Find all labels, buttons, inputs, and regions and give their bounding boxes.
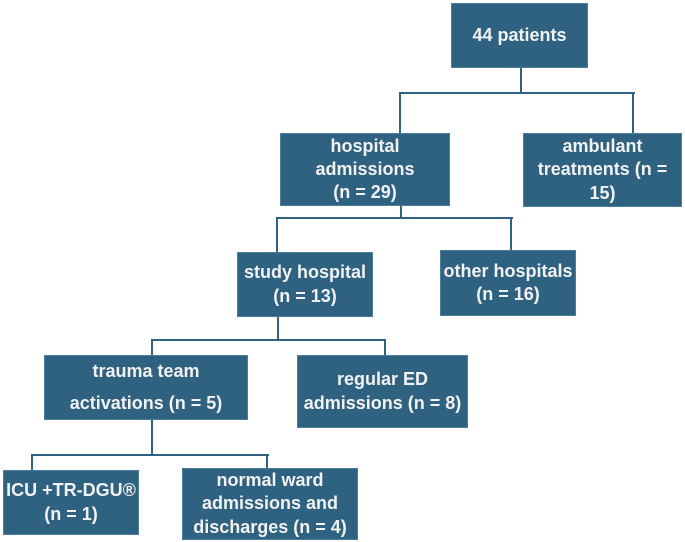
node-label: hospital admissions (n = 29) <box>315 135 415 203</box>
node-label: other hospitals (n = 16) <box>443 260 573 304</box>
connector-line <box>266 454 268 469</box>
connector-line <box>632 92 634 134</box>
flow-node-icu-tr-dgu: ICU +TR-DGU® (n = 1) <box>3 470 139 535</box>
flow-node-ambulant-treatments: ambulant treatments (n = 15) <box>523 133 682 207</box>
node-label: ICU +TR-DGU® (n = 1) <box>6 480 136 524</box>
connector-line <box>384 339 386 356</box>
connector-line <box>399 92 635 94</box>
node-label: normal ward admissions and discharges (n… <box>193 470 347 537</box>
connector-line <box>520 67 522 93</box>
connector-line <box>151 339 153 356</box>
flow-node-hospital-admissions: hospital admissions (n = 29) <box>280 133 450 206</box>
connector-line <box>276 217 278 253</box>
connector-line <box>31 454 33 471</box>
connector-line <box>151 419 153 456</box>
flow-node-normal-ward: normal ward admissions and discharges (n… <box>182 468 358 540</box>
connector-line <box>31 454 269 456</box>
node-label: trauma team activations (n = 5) <box>69 361 223 413</box>
flow-node-study-hospital: study hospital (n = 13) <box>237 252 373 317</box>
connector-line <box>151 339 386 341</box>
flow-node-44-patients: 44 patients <box>451 3 588 68</box>
connector-line <box>400 205 402 219</box>
flow-node-trauma-team-activations: trauma team activations (n = 5) <box>44 355 248 420</box>
flow-node-regular-ed-admissions: regular ED admissions (n = 8) <box>297 355 468 428</box>
connector-line <box>399 92 401 134</box>
node-label: 44 patients <box>472 24 567 45</box>
node-label: ambulant treatments (n = 15) <box>537 136 668 203</box>
node-label: study hospital (n = 13) <box>243 262 366 306</box>
node-label: regular ED admissions (n = 8) <box>303 369 462 413</box>
connector-line <box>277 316 279 341</box>
flow-node-other-hospitals: other hospitals (n = 16) <box>440 250 576 316</box>
connector-line <box>510 217 512 251</box>
connector-line <box>276 217 513 219</box>
